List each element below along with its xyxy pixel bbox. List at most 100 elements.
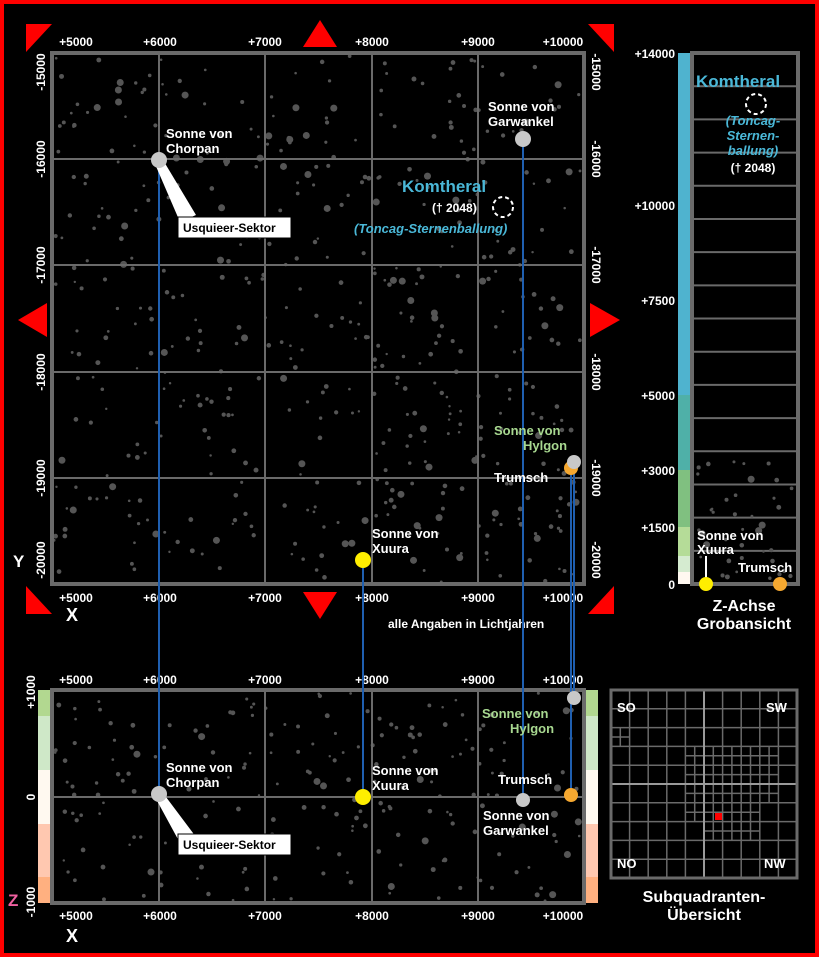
background-star bbox=[91, 375, 95, 379]
x-tick-top: +6000 bbox=[143, 673, 177, 687]
background-star bbox=[130, 266, 135, 271]
background-star bbox=[766, 461, 771, 466]
background-star bbox=[301, 557, 305, 561]
sun-hylgon[interactable] bbox=[567, 691, 581, 705]
background-star bbox=[459, 139, 464, 143]
background-star bbox=[177, 78, 182, 84]
background-star bbox=[266, 343, 272, 348]
background-star bbox=[382, 61, 387, 66]
background-star bbox=[67, 213, 73, 218]
background-star bbox=[162, 387, 166, 391]
sun-trumsch[interactable] bbox=[564, 788, 578, 802]
sun-chorpan[interactable] bbox=[151, 786, 167, 802]
sun-chorpan[interactable] bbox=[151, 152, 167, 168]
y-tick-left: -16000 bbox=[34, 140, 48, 178]
sun-garwankel[interactable] bbox=[516, 793, 530, 807]
background-star bbox=[105, 407, 108, 411]
background-star bbox=[470, 746, 475, 751]
y-tick-right: -18000 bbox=[589, 353, 603, 391]
background-star bbox=[326, 163, 331, 168]
nav-arrow-southwest[interactable] bbox=[26, 586, 52, 614]
background-star bbox=[561, 471, 567, 476]
nav-arrow-northeast[interactable] bbox=[588, 24, 614, 52]
background-star bbox=[164, 290, 170, 295]
background-star bbox=[377, 716, 382, 721]
background-star bbox=[563, 850, 571, 858]
background-star bbox=[161, 82, 164, 86]
sun-hylgon[interactable] bbox=[567, 455, 581, 469]
background-star bbox=[507, 387, 512, 392]
z-scale-segment bbox=[38, 690, 52, 716]
background-star bbox=[412, 748, 418, 754]
komtheral-position-marker[interactable] bbox=[492, 196, 514, 218]
nav-arrow-down[interactable] bbox=[303, 592, 337, 619]
background-star bbox=[434, 341, 438, 346]
background-star bbox=[739, 556, 744, 561]
sun-xuura[interactable] bbox=[355, 552, 371, 568]
background-star bbox=[197, 402, 203, 408]
background-star bbox=[333, 731, 337, 735]
background-star bbox=[395, 375, 400, 380]
background-star bbox=[536, 691, 540, 695]
background-star bbox=[502, 741, 506, 745]
background-star bbox=[140, 90, 144, 95]
background-star bbox=[568, 427, 574, 433]
background-star bbox=[62, 809, 68, 814]
background-star bbox=[341, 751, 345, 754]
subquadrant-border bbox=[609, 688, 799, 880]
background-star bbox=[739, 542, 745, 548]
background-star bbox=[324, 120, 330, 125]
background-star bbox=[105, 474, 109, 478]
background-star bbox=[459, 551, 463, 555]
background-star bbox=[317, 435, 323, 441]
nav-arrow-southeast[interactable] bbox=[588, 586, 614, 614]
garwankel-label: Sonne von bbox=[488, 99, 555, 114]
background-star bbox=[440, 506, 445, 511]
background-star bbox=[87, 745, 92, 750]
background-star bbox=[112, 738, 117, 742]
sector-label: Usquieer-Sektor bbox=[183, 838, 276, 852]
nav-arrow-up[interactable] bbox=[303, 20, 337, 47]
background-star bbox=[445, 395, 449, 399]
subquadrant-overview[interactable]: SO SW NO NW Subquadranten- Übersicht bbox=[609, 688, 799, 924]
background-star bbox=[55, 485, 58, 489]
background-star bbox=[80, 847, 86, 853]
background-star bbox=[209, 472, 213, 476]
background-star bbox=[724, 574, 730, 580]
background-star bbox=[114, 86, 122, 94]
background-star bbox=[315, 480, 320, 485]
background-star bbox=[489, 254, 494, 259]
background-star bbox=[231, 413, 234, 417]
komtheral-position-marker[interactable] bbox=[745, 93, 767, 115]
background-star bbox=[472, 147, 476, 152]
x-axis-label: X bbox=[66, 926, 78, 946]
nav-arrow-northwest[interactable] bbox=[26, 24, 52, 52]
background-star bbox=[196, 877, 199, 880]
background-star bbox=[76, 376, 80, 381]
background-star bbox=[534, 892, 540, 898]
background-star bbox=[330, 104, 338, 112]
background-star bbox=[378, 800, 383, 806]
background-star bbox=[198, 341, 203, 346]
background-star bbox=[422, 202, 426, 207]
sun-xuura[interactable] bbox=[699, 577, 713, 591]
background-star bbox=[539, 886, 543, 891]
background-star bbox=[65, 507, 69, 510]
background-star bbox=[428, 351, 434, 357]
background-star bbox=[298, 287, 302, 291]
background-star bbox=[311, 742, 315, 746]
background-star bbox=[776, 504, 782, 510]
nav-arrow-right[interactable] bbox=[590, 303, 620, 337]
sun-trumsch[interactable] bbox=[773, 577, 787, 591]
background-star bbox=[340, 315, 345, 320]
sun-xuura[interactable] bbox=[355, 789, 371, 805]
background-star bbox=[481, 453, 486, 458]
background-star bbox=[102, 897, 106, 902]
sun-garwankel[interactable] bbox=[515, 131, 531, 147]
nav-arrow-left[interactable] bbox=[18, 303, 47, 337]
background-star bbox=[127, 513, 132, 518]
background-star bbox=[321, 805, 326, 810]
background-star bbox=[312, 183, 316, 187]
chorpan-label: Sonne von bbox=[166, 760, 233, 775]
background-star bbox=[131, 788, 137, 794]
